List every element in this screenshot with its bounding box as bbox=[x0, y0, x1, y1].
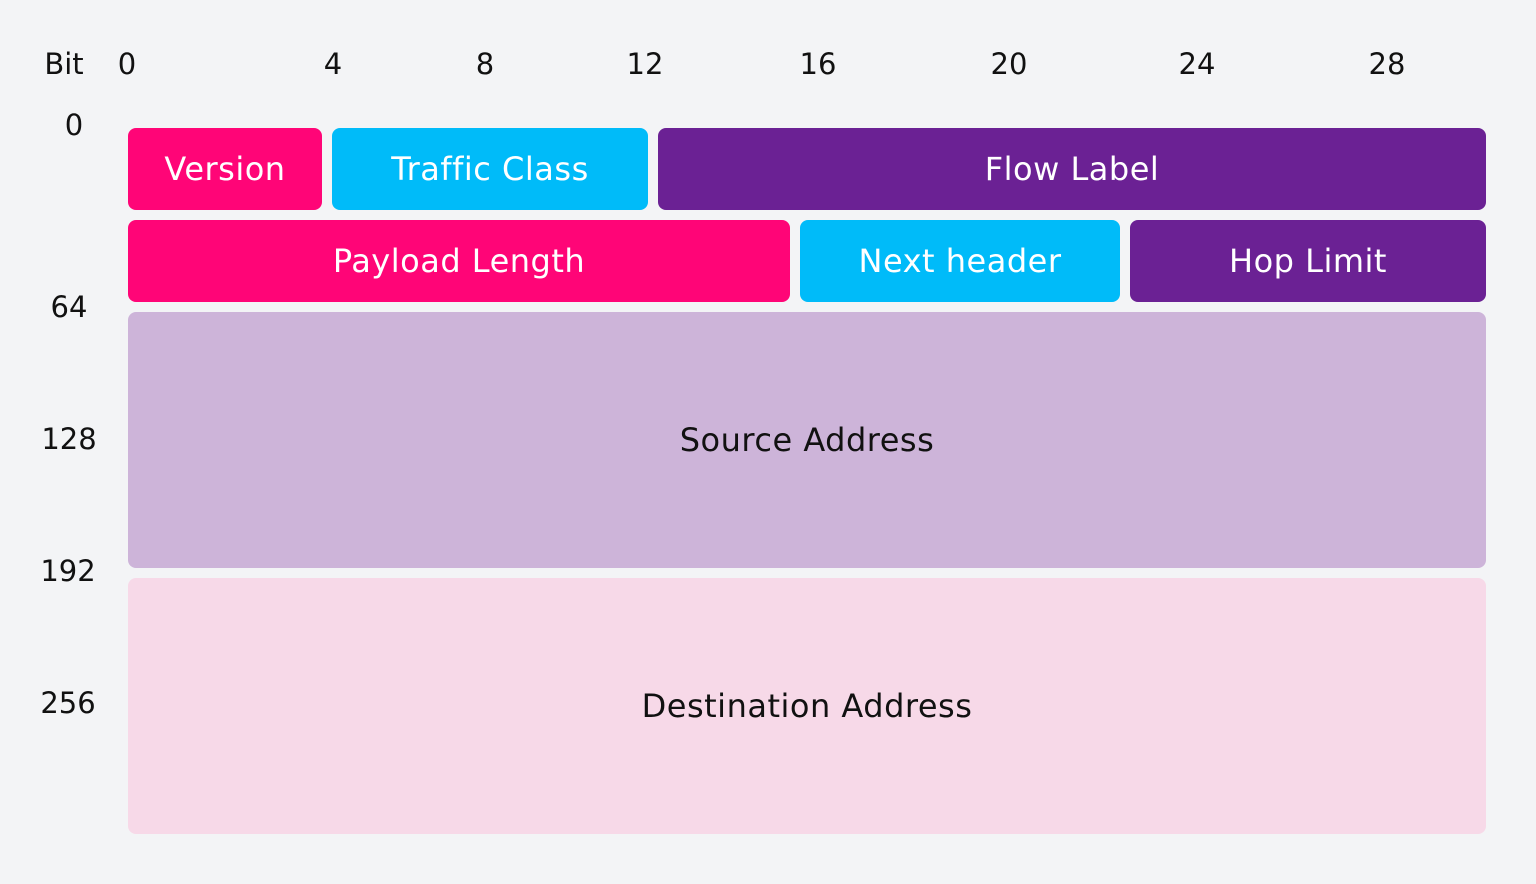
version-field: Version bbox=[128, 128, 322, 210]
traffic-class-field: Traffic Class bbox=[332, 128, 648, 210]
destination-address-field: Destination Address bbox=[128, 578, 1486, 834]
flow-label-field: Flow Label bbox=[658, 128, 1486, 210]
version-label: Version bbox=[164, 150, 286, 188]
bit-axis-title: Bit bbox=[44, 47, 84, 81]
next-header-label: Next header bbox=[858, 242, 1062, 280]
traffic-class-label: Traffic Class bbox=[391, 150, 589, 188]
bit-tick-4: 4 bbox=[323, 47, 343, 81]
row-offset-256: 256 bbox=[40, 686, 96, 720]
flow-label-label: Flow Label bbox=[984, 150, 1160, 188]
hop-limit-label: Hop Limit bbox=[1229, 242, 1387, 280]
destination-address-label: Destination Address bbox=[641, 687, 973, 725]
hop-limit-field: Hop Limit bbox=[1130, 220, 1486, 302]
payload-length-field: Payload Length bbox=[128, 220, 790, 302]
row-offset-64: 64 bbox=[50, 290, 88, 324]
bit-tick-0: 0 bbox=[117, 47, 137, 81]
source-address-label: Source Address bbox=[679, 421, 935, 459]
row-offset-128: 128 bbox=[41, 422, 97, 456]
row-offset-192: 192 bbox=[40, 554, 96, 588]
bit-tick-16: 16 bbox=[799, 47, 837, 81]
row-offset-0: 0 bbox=[64, 108, 84, 142]
bit-tick-20: 20 bbox=[990, 47, 1028, 81]
source-address-field: Source Address bbox=[128, 312, 1486, 568]
bit-tick-24: 24 bbox=[1178, 47, 1216, 81]
bit-tick-8: 8 bbox=[475, 47, 495, 81]
bit-tick-12: 12 bbox=[626, 47, 664, 81]
next-header-field: Next header bbox=[800, 220, 1120, 302]
payload-length-label: Payload Length bbox=[332, 242, 586, 280]
bit-tick-28: 28 bbox=[1368, 47, 1406, 81]
